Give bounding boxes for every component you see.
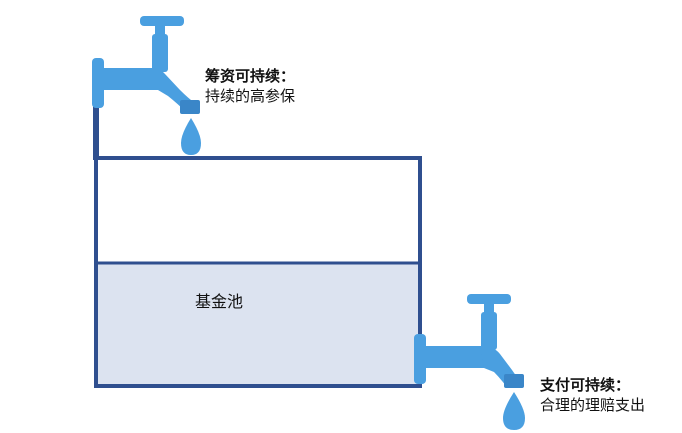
inflow-faucet-icon: [92, 16, 201, 155]
water-fill: [97, 263, 419, 384]
outflow-title: 支付可持续：: [540, 376, 631, 394]
outflow-subtitle: 合理的理赔支出: [540, 396, 646, 414]
outflow-label: 支付可持续： 合理的理赔支出: [540, 375, 645, 415]
inflow-subtitle: 持续的高参保: [205, 87, 296, 105]
inflow-label: 筹资可持续： 持续的高参保: [205, 66, 295, 106]
outflow-faucet-icon: [414, 294, 525, 430]
fund-tank: [94, 156, 422, 388]
fund-pool-label: 基金池: [195, 292, 244, 311]
inflow-pipe: [93, 80, 99, 160]
inflow-title: 筹资可持续：: [205, 67, 296, 85]
